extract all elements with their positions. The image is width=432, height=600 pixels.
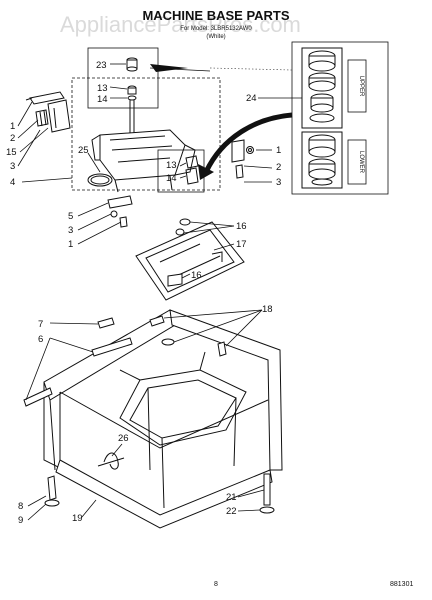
callout-25: 25 [78, 145, 89, 156]
callout-9: 9 [18, 515, 23, 526]
callout-22: 22 [226, 506, 237, 517]
base-frame [23, 309, 283, 529]
inset-parts [185, 155, 199, 185]
small-parts-5-3-1 [107, 195, 133, 228]
callout-8: 8 [18, 501, 23, 512]
right-parts-1-2-3 [231, 139, 254, 179]
callout-2: 2 [10, 133, 15, 144]
page-title: MACHINE BASE PARTS [142, 8, 289, 23]
callout-1: 1 [10, 121, 15, 132]
callout-21: 21 [226, 492, 237, 503]
callout-16: 16 [236, 221, 247, 232]
callout-19: 19 [72, 513, 83, 524]
gearcase-assembly [71, 47, 221, 193]
callout-16-plate: 16 [191, 270, 202, 281]
callout-24: 24 [246, 93, 257, 104]
document-number: 881301 [390, 581, 413, 588]
callout-1-right: 1 [276, 145, 281, 156]
left-bracket-parts [25, 91, 71, 133]
callout-26: 26 [118, 433, 129, 444]
callout-3-lower: 3 [68, 225, 73, 236]
callout-23: 23 [96, 60, 107, 71]
callout-5: 5 [68, 211, 73, 222]
callout-3: 3 [10, 161, 15, 172]
callout-14: 14 [97, 94, 108, 105]
ring-part-25 [87, 173, 113, 187]
callout-14-inset: 14 [166, 173, 177, 184]
curved-arrow [203, 112, 293, 174]
callout-numbers: 23 13 14 24 1 2 15 3 4 25 13 14 1 2 3 5 … [6, 60, 281, 526]
model-subtitle: For Model: 3LBR5132AW0 [180, 26, 252, 32]
callout-3-right: 3 [276, 177, 281, 188]
callout-1-lower: 1 [68, 239, 73, 250]
upper-clutch-label: UPPER [358, 76, 364, 97]
callout-13-inset: 13 [166, 160, 177, 171]
callout-4: 4 [10, 177, 15, 188]
clutch-kit-box [209, 41, 389, 195]
lower-clutch-label: LOWER [358, 151, 364, 174]
watermark-text: AppliancePartsPros.com [60, 12, 301, 37]
leader-lines [17, 63, 302, 521]
callout-7: 7 [38, 319, 43, 330]
page-number: 8 [214, 581, 218, 588]
callout-6: 6 [38, 334, 43, 345]
callout-13: 13 [97, 83, 108, 94]
callout-17: 17 [236, 239, 247, 250]
callout-15: 15 [6, 147, 17, 158]
callout-18: 18 [262, 304, 273, 315]
mounting-plate-assembly [135, 218, 245, 301]
callout-2-right: 2 [276, 162, 281, 173]
color-subtitle: (White) [206, 34, 225, 40]
